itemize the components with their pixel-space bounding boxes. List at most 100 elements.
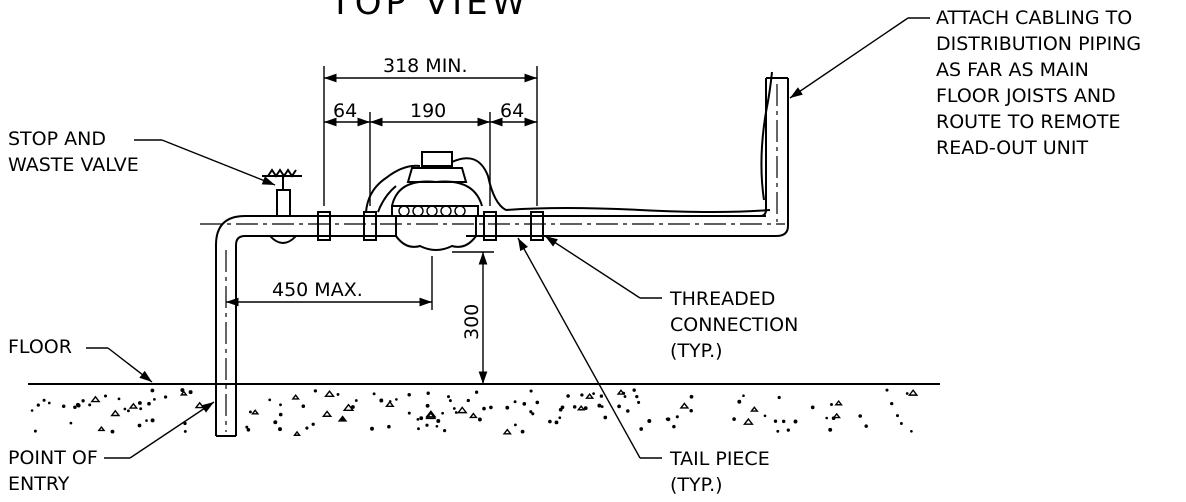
sand-speck bbox=[448, 399, 452, 403]
aggregate-speck bbox=[291, 394, 300, 400]
sand-speck bbox=[139, 407, 143, 411]
sand-speck bbox=[665, 417, 669, 421]
sand-speck bbox=[603, 415, 608, 420]
sand-speck bbox=[558, 407, 563, 412]
sand-speck bbox=[890, 401, 894, 406]
aggregate-speck bbox=[616, 389, 626, 395]
dim-valve-offset: 450 MAX. bbox=[226, 256, 433, 310]
sand-speck bbox=[372, 392, 376, 396]
sand-speck bbox=[435, 424, 439, 428]
sand-speck bbox=[830, 403, 833, 406]
sand-speck bbox=[103, 394, 108, 398]
dim-left-gap-label: 64 bbox=[333, 100, 357, 122]
cabling-line-6: READ-OUT UNIT bbox=[936, 137, 1088, 159]
aggregate-speck bbox=[576, 404, 586, 411]
aggregate-speck bbox=[97, 425, 106, 432]
sand-speck bbox=[123, 407, 127, 411]
sand-speck bbox=[441, 411, 444, 415]
sand-speck bbox=[639, 427, 644, 431]
sand-speck bbox=[531, 412, 535, 416]
sand-speck bbox=[311, 422, 315, 426]
sand-speck bbox=[183, 421, 187, 426]
sand-speck bbox=[558, 416, 562, 420]
floor-slab bbox=[28, 383, 940, 436]
sand-speck bbox=[313, 389, 318, 393]
sand-speck bbox=[147, 401, 151, 406]
stop-valve-line-2: WASTE VALVE bbox=[8, 154, 139, 176]
sand-speck bbox=[150, 418, 155, 423]
dim-height-label: 300 bbox=[461, 304, 483, 340]
sand-speck bbox=[482, 406, 486, 411]
sand-speck bbox=[572, 405, 577, 409]
dim-valve-offset-label: 450 MAX. bbox=[272, 279, 363, 301]
aggregate-speck bbox=[342, 403, 355, 412]
dim-overall-label: 318 MIN. bbox=[383, 55, 468, 77]
sand-speck bbox=[623, 395, 627, 398]
threaded-line-1: THREADED bbox=[669, 288, 775, 310]
sand-speck bbox=[489, 405, 493, 410]
sand-speck bbox=[885, 388, 889, 392]
sand-speck bbox=[354, 399, 358, 402]
sand-speck bbox=[505, 405, 510, 410]
sand-speck bbox=[379, 398, 384, 403]
sand-speck bbox=[466, 398, 470, 403]
sand-speck bbox=[777, 395, 781, 400]
sand-speck bbox=[425, 423, 429, 427]
aggregate-speck bbox=[585, 393, 595, 399]
aggregate-speck bbox=[834, 399, 843, 406]
sand-speck bbox=[75, 402, 80, 407]
sand-speck bbox=[446, 395, 451, 399]
aggregate-speck bbox=[425, 411, 437, 420]
sand-speck bbox=[732, 417, 736, 421]
cabling-line-2: DISTRIBUTION PIPING bbox=[936, 33, 1141, 55]
view-title: TOP VIEW bbox=[329, 0, 529, 23]
aggregate-speck bbox=[468, 412, 478, 419]
sand-speck bbox=[117, 397, 121, 401]
sand-speck bbox=[33, 429, 37, 433]
sand-speck bbox=[895, 414, 900, 418]
sand-speck bbox=[61, 404, 66, 409]
label-threaded-connection: THREADED CONNECTION (TYP.) bbox=[544, 235, 798, 362]
sand-speck bbox=[248, 410, 252, 414]
label-floor: FLOOR bbox=[8, 336, 153, 383]
sand-speck bbox=[245, 425, 249, 429]
sand-speck bbox=[742, 394, 745, 398]
pipe-couplings bbox=[317, 211, 544, 241]
aggregate-speck bbox=[90, 395, 101, 403]
sand-speck bbox=[560, 405, 565, 410]
sand-speck bbox=[443, 429, 447, 433]
sand-speck bbox=[73, 405, 77, 410]
sand-speck bbox=[416, 418, 420, 421]
sand-speck bbox=[763, 414, 767, 418]
threaded-line-2: CONNECTION bbox=[670, 314, 798, 336]
sand-speck bbox=[548, 419, 552, 424]
aggregate-speck bbox=[743, 417, 754, 425]
sand-speck bbox=[825, 416, 829, 420]
dim-overall: 318 MIN. bbox=[323, 55, 538, 206]
sand-speck bbox=[675, 415, 679, 419]
sand-speck bbox=[88, 403, 92, 407]
sand-speck bbox=[592, 392, 595, 395]
sand-speck bbox=[350, 405, 355, 409]
sand-speck bbox=[180, 388, 185, 393]
sand-speck bbox=[278, 427, 282, 432]
tail-line-1: TAIL PIECE bbox=[669, 448, 770, 470]
sand-speck bbox=[110, 429, 115, 434]
sand-speck bbox=[273, 420, 278, 425]
sand-speck bbox=[305, 426, 309, 430]
sand-speck bbox=[145, 419, 148, 422]
sand-speck bbox=[637, 400, 641, 404]
sand-speck bbox=[153, 398, 156, 401]
sand-speck bbox=[781, 419, 786, 424]
label-cabling-note: ATTACH CABLING TO DISTRIBUTION PIPING AS… bbox=[789, 7, 1141, 159]
sand-speck bbox=[454, 411, 458, 414]
sand-speck bbox=[30, 409, 34, 412]
sand-speck bbox=[42, 398, 46, 402]
sand-speck bbox=[340, 417, 345, 422]
sand-speck bbox=[137, 423, 142, 428]
aggregate-speck bbox=[907, 389, 919, 396]
sand-speck bbox=[626, 409, 630, 413]
sand-speck bbox=[632, 388, 636, 392]
sand-speck bbox=[910, 429, 913, 433]
